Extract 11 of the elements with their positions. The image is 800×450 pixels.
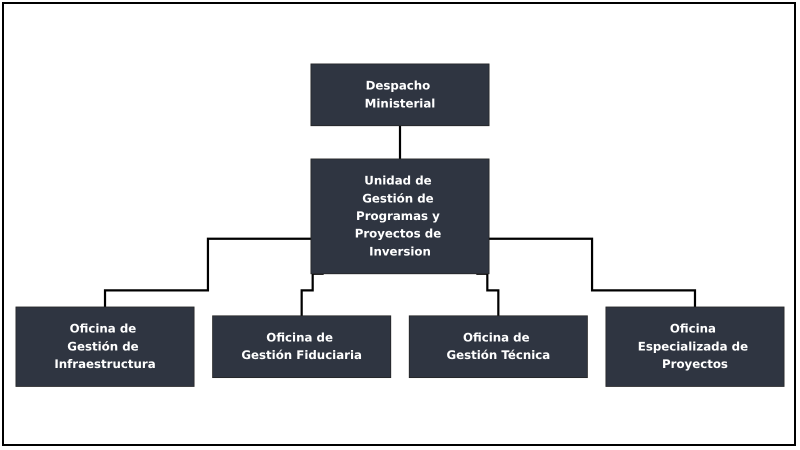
connector	[104, 237, 311, 308]
connector	[476, 272, 500, 317]
connector	[489, 237, 696, 308]
node-box: Unidad de Gestión de Programas y Proyectos de Inversion	[310, 158, 490, 274]
node-box: Oficina de Gestión Técnica	[408, 315, 588, 378]
connector	[300, 272, 324, 317]
node-box: Oficina de Gestión de Infraestructura	[16, 306, 194, 387]
connector	[398, 124, 402, 160]
node-box: Oficina Especializada de Proyectos	[606, 306, 784, 387]
node-box: Despacho Ministerial	[310, 63, 490, 126]
node-box: Oficina de Gestión Fiduciaria	[212, 315, 392, 378]
